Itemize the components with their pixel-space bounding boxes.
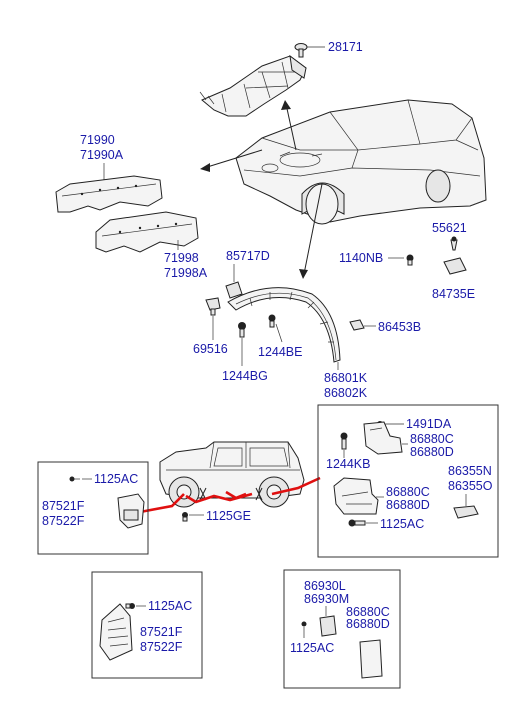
label-85717d: 85717D [226, 249, 270, 263]
label-55621: 55621 [432, 221, 467, 235]
mudguard-87521f-b[interactable] [99, 603, 133, 661]
label-86880d-a: 86880D [410, 445, 454, 459]
detail-box-front-mudguard [317, 404, 499, 558]
screw-1125ac-b[interactable] [348, 519, 366, 527]
cowl-panel-28171[interactable] [199, 54, 307, 117]
screw-1125ge[interactable] [182, 512, 188, 522]
label-86802k: 86802K [324, 386, 368, 400]
label-1125ac-c: 1125AC [148, 599, 192, 613]
guide-line-rear-mudguard [139, 493, 185, 514]
label-86801k: 86801K [324, 371, 368, 385]
label-1125ge: 1125GE [206, 509, 251, 523]
mudflap-86880c-a[interactable] [363, 421, 403, 455]
screw-1125ac-d[interactable] [301, 621, 307, 627]
label-86880c-b: 86880C [386, 485, 430, 499]
vehicle-side-view [159, 441, 305, 508]
bolt-1244bg[interactable] [238, 322, 246, 338]
label-86880c-c: 86880C [346, 605, 390, 619]
apron-insulator-71990[interactable] [55, 175, 163, 213]
label-1244be: 1244BE [258, 345, 302, 359]
label-86880d-c: 86880D [346, 617, 390, 631]
label-84735e: 84735E [432, 287, 475, 301]
mudguard-87521f-a[interactable] [117, 493, 145, 529]
label-86355o: 86355O [448, 479, 493, 493]
guide-line-front-mudguard [271, 476, 321, 496]
label-86930m: 86930M [304, 592, 349, 606]
label-86880d-b: 86880D [386, 498, 430, 512]
nut-86453b[interactable] [349, 319, 365, 331]
detail-box-mudflap-c [283, 569, 401, 689]
label-1140nb: 1140NB [339, 251, 383, 265]
label-71998a: 71998A [164, 266, 208, 280]
mudflap-86880c-b[interactable] [333, 477, 379, 515]
label-86930l: 86930L [304, 579, 346, 593]
vehicle-body [235, 99, 487, 225]
label-1491da: 1491DA [406, 417, 452, 431]
label-86880c-a: 86880C [410, 432, 454, 446]
label-71990a: 71990A [80, 148, 124, 162]
bolt-1244be[interactable] [268, 314, 276, 328]
screw-1140nb[interactable] [406, 254, 414, 266]
screw-1125ac-a[interactable] [69, 476, 81, 482]
guide-line-long [225, 490, 247, 500]
label-87521f-a: 87521F [42, 499, 85, 513]
label-1244bg: 1244BG [222, 369, 268, 383]
label-1125ac-a: 1125AC [94, 472, 138, 486]
wheel-guard-86801k[interactable] [227, 287, 341, 363]
clip-55621[interactable] [450, 236, 458, 251]
label-86453b: 86453B [378, 320, 421, 334]
label-1125ac-b: 1125AC [380, 517, 424, 531]
clip-85717d[interactable] [225, 281, 243, 299]
bolt-1244kb[interactable] [340, 432, 348, 450]
detail-box-mudguard-b [91, 571, 203, 679]
label-71998: 71998 [164, 251, 199, 265]
label-87522f-a: 87522F [42, 514, 85, 528]
label-87521f-b: 87521F [140, 625, 183, 639]
screw-69516[interactable] [205, 297, 221, 316]
leader-lines-top [200, 100, 323, 279]
mudflap-86880c-c[interactable] [359, 639, 383, 679]
label-71990: 71990 [80, 133, 115, 147]
label-86355n: 86355N [448, 464, 492, 478]
nut-84735e[interactable] [443, 257, 467, 275]
screw-1125ac-c[interactable] [125, 603, 135, 609]
label-87522f-b: 87522F [140, 640, 183, 654]
bolt-28171[interactable] [294, 43, 308, 58]
label-69516: 69516 [193, 342, 228, 356]
bracket-86355n[interactable] [453, 505, 479, 519]
label-28171: 28171 [328, 40, 363, 54]
label-1125ac-d: 1125AC [290, 641, 334, 655]
bracket-86930l[interactable] [319, 615, 337, 637]
label-1244kb: 1244KB [326, 457, 370, 471]
apron-insulator-71998[interactable] [95, 211, 199, 253]
detail-box-rear-mudguard [37, 461, 149, 555]
